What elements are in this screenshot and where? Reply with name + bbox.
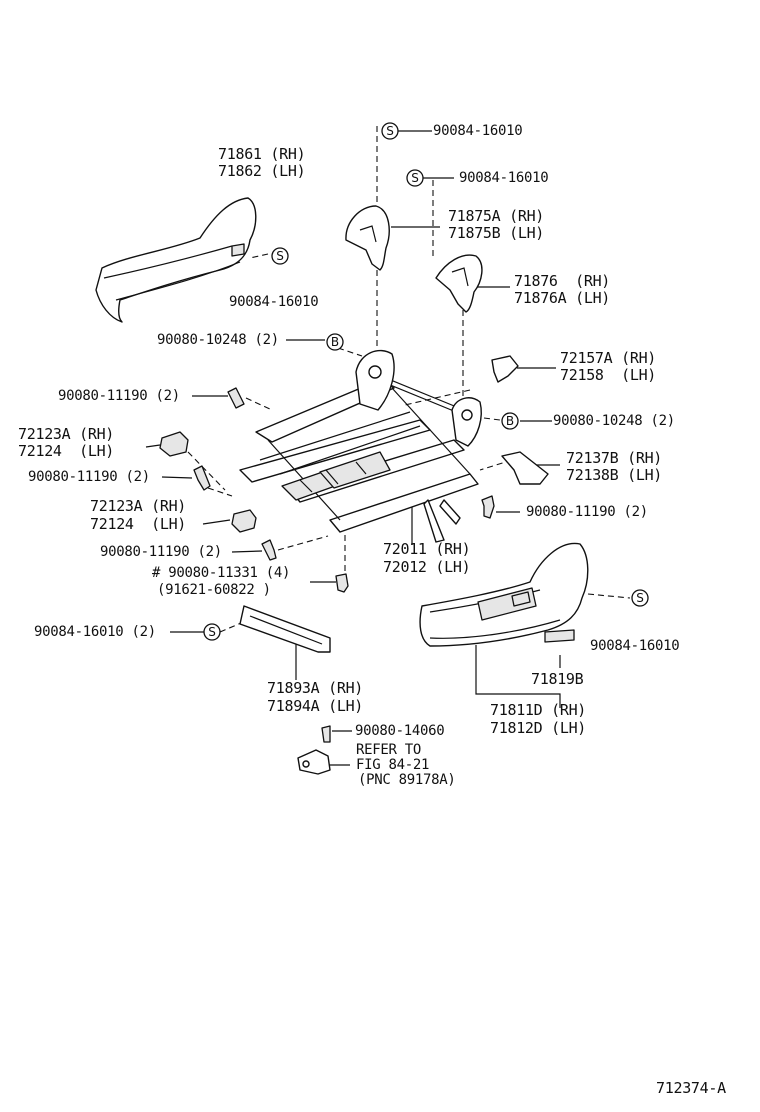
label-cover-a-lh: 71875B (LH) xyxy=(448,224,545,242)
label-screw-plate: 90084-16010 (2) xyxy=(34,624,156,640)
label-bolt-4: 90080-11190 (2) xyxy=(526,504,648,520)
label-emblem: 71819B xyxy=(531,670,584,688)
cap-72123-lower-part xyxy=(231,509,257,533)
svg-text:S: S xyxy=(276,249,284,263)
emblem-71819-part xyxy=(544,629,575,643)
cap-72123-upper-part xyxy=(159,431,189,457)
label-adjuster-rh: 72011 (RH) xyxy=(383,540,471,558)
marker-s-top2: S xyxy=(406,169,424,187)
solid-leaders xyxy=(145,130,561,766)
cover-71876-part xyxy=(435,254,483,313)
switch-part xyxy=(297,749,331,775)
label-cap2-rh: 72123A (RH) xyxy=(90,497,187,515)
bolt-icons xyxy=(193,387,495,743)
label-refer-3: (PNC 89178A) xyxy=(358,772,456,788)
label-bolt-5a: # 90080-11331 (4) xyxy=(152,565,291,581)
label-s-right: 90084-16010 xyxy=(590,638,680,654)
label-screw-switch: 90080-14060 xyxy=(355,723,445,739)
marker-s-left: S xyxy=(271,247,289,265)
label-bolt-b-left: 90080-10248 (2) xyxy=(157,332,279,348)
diagram-id: 712374-A xyxy=(656,1079,726,1097)
label-cover-a-rh: 71875A (RH) xyxy=(448,207,545,225)
label-cap1-rh: 72123A (RH) xyxy=(18,425,115,443)
label-shield2-rh: 71811D (RH) xyxy=(490,701,587,719)
plate-71893-part xyxy=(239,605,331,653)
label-s-top2: 90084-16010 xyxy=(459,170,549,186)
marker-b-right: B xyxy=(501,412,519,430)
label-bolt-5b: (91621-60822 ) xyxy=(157,582,271,598)
label-s-left: 90084-16010 xyxy=(229,294,319,310)
label-bolt-1: 90080-11190 (2) xyxy=(58,388,180,404)
marker-s-right: S xyxy=(631,589,649,607)
svg-text:B: B xyxy=(506,414,514,428)
label-s-top: 90084-16010 xyxy=(433,123,523,139)
svg-text:S: S xyxy=(411,171,419,185)
label-plate-rh: 71893A (RH) xyxy=(267,679,364,697)
label-refer-1: REFER TO xyxy=(356,742,422,758)
bracket-72137-part xyxy=(501,451,549,485)
cover-71875-part xyxy=(345,205,390,271)
label-cap2-lh: 72124 (LH) xyxy=(90,515,187,533)
svg-text:S: S xyxy=(386,124,394,138)
label-bolt-3: 90080-11190 (2) xyxy=(100,544,222,560)
svg-text:S: S xyxy=(208,625,216,639)
marker-s-plate: S xyxy=(203,623,221,641)
label-refer-2: FIG 84-21 xyxy=(356,757,430,773)
label-bracket-rh: 72137B (RH) xyxy=(566,449,663,467)
label-cover-b-rh: 71876 (RH) xyxy=(514,272,611,290)
label-bolt-2: 90080-11190 (2) xyxy=(28,469,150,485)
label-shield-rh: 71861 (RH) xyxy=(218,145,306,163)
label-shield-lh: 71862 (LH) xyxy=(218,162,306,180)
label-bracket-lh: 72138B (LH) xyxy=(566,466,663,484)
marker-b-left: B xyxy=(326,333,344,351)
label-shield2-lh: 71812D (LH) xyxy=(490,719,587,737)
shield-upper-left-part xyxy=(95,197,257,323)
svg-text:B: B xyxy=(331,335,339,349)
label-adjuster-lh: 72012 (LH) xyxy=(383,558,471,576)
label-plate-lh: 71894A (LH) xyxy=(267,697,364,715)
label-cover-b-lh: 71876A (LH) xyxy=(514,289,611,307)
knob-72157-part xyxy=(491,355,519,383)
seat-adjuster-frame-part xyxy=(239,349,482,543)
label-knob-rh: 72157A (RH) xyxy=(560,349,657,367)
label-cap1-lh: 72124 (LH) xyxy=(18,442,115,460)
shield-lower-right-part xyxy=(419,542,589,647)
svg-text:S: S xyxy=(636,591,644,605)
label-bolt-b-right: 90080-10248 (2) xyxy=(553,413,675,429)
label-knob-lh: 72158 (LH) xyxy=(560,366,657,384)
marker-s-top: S xyxy=(381,122,399,140)
